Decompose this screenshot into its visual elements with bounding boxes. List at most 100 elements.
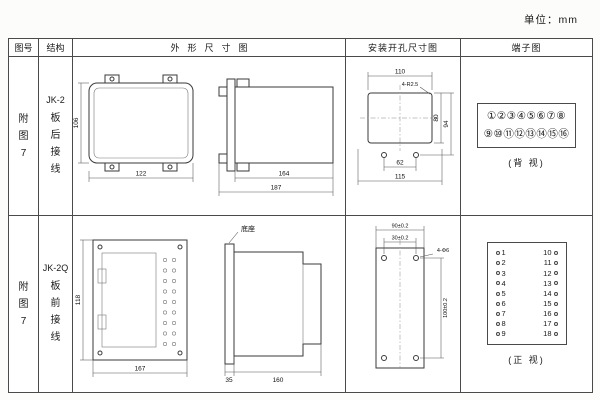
- terminal-num-left: 1: [501, 248, 506, 258]
- terminal-dot-icon: [495, 281, 500, 286]
- header-mounting: 安装开孔尺寸图: [346, 39, 461, 57]
- dim-80: 80: [433, 114, 440, 122]
- terminal-pair: 3 12: [495, 268, 558, 278]
- mounting-drawing-jk2: 110 4-R2.5 80 94 62 115: [357, 69, 454, 185]
- outline-cell-row1: 106 122 164 187: [73, 57, 346, 216]
- terminal-dot-icon: [553, 291, 558, 296]
- terminal-pair: 2 11: [495, 258, 558, 268]
- center-lines: [360, 85, 440, 151]
- base-label: 底座: [241, 224, 255, 233]
- fig-no-cell-row1: 附图7: [9, 57, 39, 216]
- relay-front-view: [88, 74, 194, 172]
- terminal-num-left: 2: [501, 258, 506, 268]
- side-view-dim-lines: [218, 163, 334, 196]
- terminal-num-left: 4: [501, 278, 506, 288]
- terminal-num-right: 10: [543, 248, 552, 258]
- header-fig-no: 图号: [9, 39, 39, 57]
- outline-drawing-jk2q: 118 167 底座 35 160: [75, 224, 322, 384]
- front-view-dim-lines: [78, 82, 194, 182]
- terminal-numbers-9-16: ⑨⑩⑪⑫⑬⑭⑮⑯: [483, 127, 570, 140]
- fig-no-row1: 附图7: [18, 113, 29, 159]
- plate-inner-detail: [97, 252, 177, 348]
- terminal-cell-row1: ①②③④⑤⑥⑦⑧ ⑨⑩⑪⑫⑬⑭⑮⑯ (背 视): [461, 57, 593, 216]
- terminal-dot-icon: [553, 261, 558, 266]
- relay-side-view: [218, 78, 334, 172]
- base-leader-line: [228, 231, 239, 244]
- terminal-num-right: 13: [543, 278, 552, 288]
- structure-cell-row2: JK-2Q 板前接线: [39, 216, 73, 393]
- plate-dim-lines-2: [375, 226, 444, 359]
- terminal-num-left: 8: [501, 319, 506, 329]
- model-label-jk2: JK-2: [46, 94, 65, 105]
- terminal-num-left: 3: [501, 268, 506, 278]
- cutout-dim-lines: [357, 72, 454, 185]
- dim-110: 110: [395, 69, 406, 76]
- terminal-dot-icon: [495, 271, 500, 276]
- terminal-dot-icon: [495, 331, 500, 336]
- note-4-r2-5: 4-R2.5: [402, 82, 419, 88]
- fig-no-cell-row2: 附图7: [9, 216, 39, 393]
- terminal-pair: 9 18: [495, 329, 558, 339]
- terminal-caption-front: (正 视): [508, 354, 545, 365]
- header-terminal: 端子图: [461, 39, 593, 57]
- terminal-numbers-1-8: ①②③④⑤⑥⑦⑧: [486, 109, 567, 122]
- terminal-num-left: 9: [501, 329, 506, 339]
- side-view-dim-lines-2: [224, 344, 322, 376]
- terminal-dot-icon: [553, 311, 558, 316]
- dim-100: 100±0.2: [443, 298, 449, 318]
- plate-dim-lines: [80, 239, 188, 377]
- terminal-num-left: 6: [501, 298, 506, 308]
- dim-62: 62: [396, 160, 404, 167]
- terminal-num-right: 18: [543, 329, 552, 339]
- terminal-num-right: 11: [543, 258, 552, 268]
- dim-width-167: 167: [135, 366, 146, 373]
- dim-height-106: 106: [73, 117, 80, 128]
- terminal-pair: 8 17: [495, 319, 558, 329]
- plate-front-view: [92, 239, 188, 361]
- terminal-num-left: 7: [501, 308, 506, 318]
- structure-cell-row1: JK-2 板后接线: [39, 57, 73, 216]
- model-label-jk2q: JK-2Q: [42, 262, 69, 273]
- terminal-dot-icon: [553, 281, 558, 286]
- terminal-caption-rear: (背 视): [508, 158, 545, 169]
- dim-90: 90±0.2: [392, 224, 409, 230]
- terminal-dot-icon: [495, 301, 500, 306]
- dim-total-187: 187: [271, 185, 282, 192]
- terminal-dot-icon: [553, 251, 558, 256]
- outline-cell-row2: 118 167 底座 35 160: [73, 216, 346, 393]
- terminal-dot-icon: [553, 301, 558, 306]
- terminal-dot-icon: [553, 271, 558, 276]
- mounting-cell-row1: 110 4-R2.5 80 94 62 115: [346, 57, 461, 216]
- header-outline: 外形尺寸图: [73, 39, 346, 57]
- terminal-pair: 4 13: [495, 278, 558, 288]
- terminal-dot-icon: [495, 261, 500, 266]
- outline-drawing-jk2: 106 122 164 187: [73, 74, 334, 196]
- mounting-drawing-jk2q: 90±0.2 30±0.2 4-Φ6 100±0.2: [375, 224, 449, 369]
- terminal-pair: 1 10: [495, 248, 558, 258]
- terminal-dot-icon: [495, 321, 500, 326]
- terminal-dot-icon: [553, 331, 558, 336]
- unit-label: 单位：mm: [524, 14, 578, 26]
- header-structure: 结构: [39, 39, 73, 57]
- dim-30: 30±0.2: [392, 236, 409, 242]
- wiring-label-jk2: 板后接线: [50, 112, 61, 175]
- dim-115: 115: [395, 174, 406, 181]
- note-4-holes: 4-Φ6: [437, 248, 449, 254]
- terminal-num-left: 5: [501, 288, 506, 298]
- dim-height-118: 118: [75, 294, 82, 305]
- terminal-box-rear: ①②③④⑤⑥⑦⑧ ⑨⑩⑪⑫⑬⑭⑮⑯: [476, 102, 577, 149]
- plate-side-view: [224, 243, 322, 365]
- fig-no-row2: 附图7: [18, 281, 29, 327]
- dim-width-122: 122: [136, 171, 147, 178]
- dim-depth-164: 164: [279, 171, 290, 178]
- terminal-num-right: 12: [543, 268, 552, 278]
- terminal-num-right: 14: [543, 288, 552, 298]
- terminal-num-right: 17: [543, 319, 552, 329]
- drawing-table: 图号 结构 外形尺寸图 安装开孔尺寸图 端子图 附图7 JK-2 板后接线: [8, 38, 593, 393]
- dim-base-35: 35: [225, 377, 233, 384]
